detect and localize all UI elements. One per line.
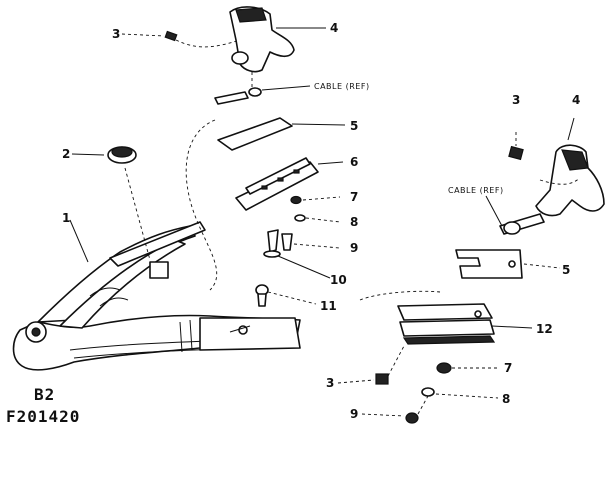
part-3-nut-left <box>164 30 241 48</box>
part-5-plate-left <box>185 117 346 291</box>
section-code: B2 <box>34 385 55 404</box>
part-10-bolt <box>263 229 331 279</box>
part-9-screw-right <box>361 395 429 424</box>
callout-left-4: 4 <box>330 21 338 35</box>
callout-right-3-bottom: 3 <box>326 376 334 390</box>
cable-right <box>485 177 581 235</box>
cable-left-label: CABLE (REF) <box>314 82 370 91</box>
callout-right-7: 7 <box>504 361 512 375</box>
part-5-plate-right <box>455 249 561 279</box>
part-1-handle-frame <box>12 221 301 371</box>
callout-left-6: 6 <box>350 155 358 169</box>
callout-right-9: 9 <box>350 407 358 421</box>
part-8-washer-left <box>294 214 341 223</box>
callout-left-1: 1 <box>62 211 70 225</box>
part-number: F201420 <box>6 407 80 426</box>
part-7-nut-right <box>436 362 500 374</box>
part-3-nut-right-bottom <box>375 345 405 385</box>
callout-right-3-top: 3 <box>512 93 520 107</box>
callout-left-2: 2 <box>62 147 70 161</box>
callout-left-11: 11 <box>320 299 337 313</box>
part-4-lever-clamp-left <box>229 6 295 88</box>
callout-left-5: 5 <box>350 119 358 133</box>
callout-right-4: 4 <box>572 93 580 107</box>
callout-right-12: 12 <box>536 322 553 336</box>
callout-left-8: 8 <box>350 215 358 229</box>
part-12-slide-assembly <box>359 290 533 345</box>
cable-right-label: CABLE (REF) <box>448 186 504 195</box>
part-4-lever-right <box>535 117 605 217</box>
part-7-nut-left <box>290 195 341 205</box>
callout-left-9: 9 <box>350 241 358 255</box>
cable-left <box>214 85 311 105</box>
callout-right-8: 8 <box>502 392 510 406</box>
part-8-washer-right <box>421 387 499 399</box>
part-9-screw-left <box>281 233 341 251</box>
part-3-nut-right-top <box>508 132 524 161</box>
part-11-screw <box>255 284 317 307</box>
callout-left-7: 7 <box>350 190 358 204</box>
callout-right-5: 5 <box>562 263 570 277</box>
callout-left-10: 10 <box>330 273 347 287</box>
part-6-bracket <box>235 157 344 211</box>
callout-left-3: 3 <box>112 27 120 41</box>
part-2-knob <box>107 146 151 261</box>
